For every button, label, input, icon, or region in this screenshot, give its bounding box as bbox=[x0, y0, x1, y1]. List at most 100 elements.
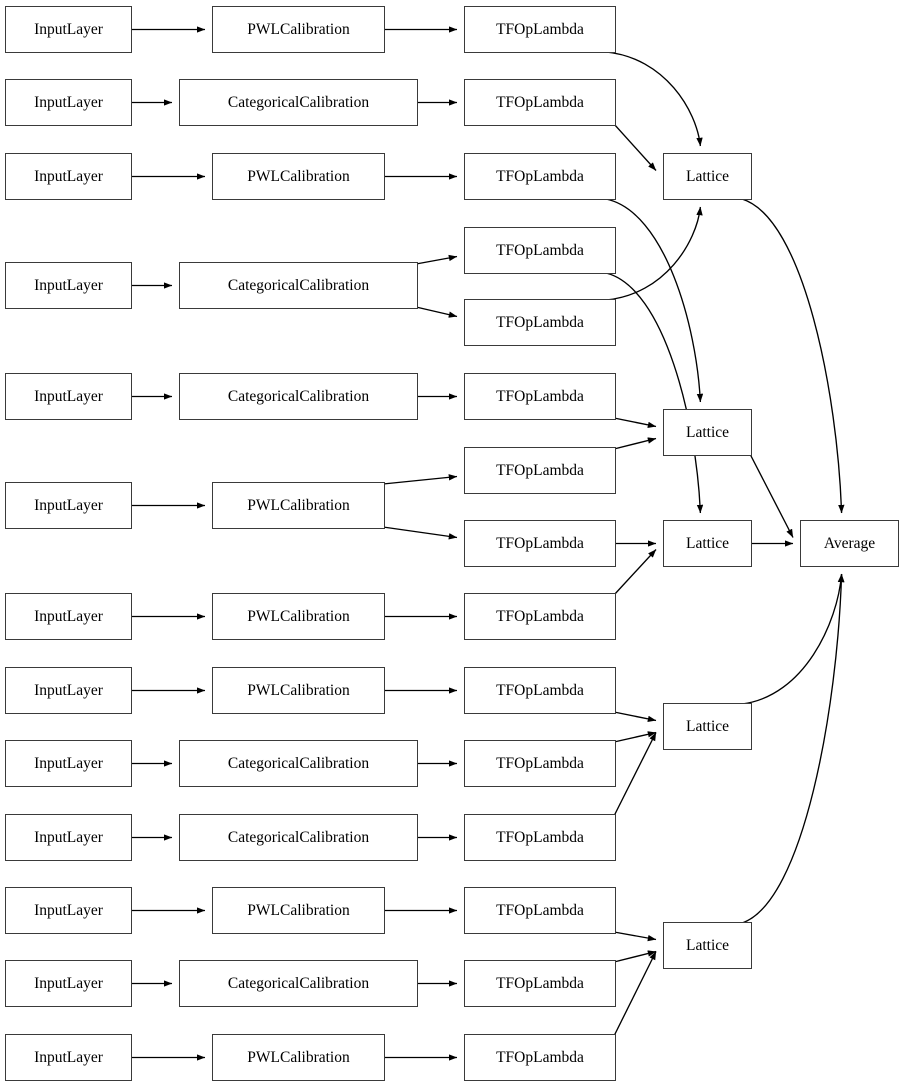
edge-op11-to-lat4 bbox=[613, 731, 657, 743]
edge-op13-to-lat5 bbox=[613, 931, 657, 942]
node-lattice-lat1: Lattice bbox=[663, 153, 752, 200]
edge-op3-to-lat2 bbox=[605, 198, 704, 403]
node-tfoplambda-op13: TFOpLambda bbox=[464, 887, 616, 934]
node-label: InputLayer bbox=[34, 754, 103, 772]
edge-lat5-to-avg bbox=[741, 573, 845, 924]
node-label: CategoricalCalibration bbox=[227, 93, 370, 111]
node-tfoplambda-op1: TFOpLambda bbox=[464, 6, 616, 53]
node-calibration-cal4: CategoricalCalibration bbox=[179, 262, 418, 309]
node-label: TFOpLambda bbox=[496, 167, 584, 185]
node-label: InputLayer bbox=[34, 901, 103, 919]
edge-lat4-to-avg bbox=[741, 573, 845, 705]
node-tfoplambda-op5: TFOpLambda bbox=[464, 299, 616, 346]
node-calibration-cal7: PWLCalibration bbox=[212, 593, 385, 640]
node-label: InputLayer bbox=[34, 1048, 103, 1066]
node-calibration-cal1: PWLCalibration bbox=[212, 6, 385, 53]
node-calibration-cal13: PWLCalibration bbox=[212, 1034, 385, 1081]
node-input-layer-in6: InputLayer bbox=[5, 482, 132, 529]
node-label: CategoricalCalibration bbox=[227, 276, 370, 294]
edge-op9-to-lat3 bbox=[613, 549, 657, 596]
edge-op14-to-lat5 bbox=[613, 950, 657, 963]
node-label: CategoricalCalibration bbox=[227, 387, 370, 405]
node-tfoplambda-op7: TFOpLambda bbox=[464, 447, 616, 494]
edge-cal4-to-op5 bbox=[415, 306, 458, 318]
node-input-layer-in9: InputLayer bbox=[5, 740, 132, 787]
node-input-layer-in4: InputLayer bbox=[5, 262, 132, 309]
node-calibration-cal3: PWLCalibration bbox=[212, 153, 385, 200]
node-calibration-cal12: CategoricalCalibration bbox=[179, 960, 418, 1007]
node-label: PWLCalibration bbox=[247, 1048, 350, 1066]
edge-op4-to-lat3 bbox=[605, 272, 704, 514]
node-lattice-lat5: Lattice bbox=[663, 922, 752, 969]
node-label: InputLayer bbox=[34, 387, 103, 405]
node-label: CategoricalCalibration bbox=[227, 974, 370, 992]
node-input-layer-in11: InputLayer bbox=[5, 887, 132, 934]
node-label: InputLayer bbox=[34, 276, 103, 294]
node-label: TFOpLambda bbox=[496, 461, 584, 479]
node-label: TFOpLambda bbox=[496, 387, 584, 405]
node-label: TFOpLambda bbox=[496, 901, 584, 919]
node-calibration-cal11: PWLCalibration bbox=[212, 887, 385, 934]
node-label: InputLayer bbox=[34, 828, 103, 846]
node-tfoplambda-op2: TFOpLambda bbox=[464, 79, 616, 126]
node-input-layer-in7: InputLayer bbox=[5, 593, 132, 640]
node-input-layer-in5: InputLayer bbox=[5, 373, 132, 420]
node-average-avg: Average bbox=[800, 520, 899, 567]
edge-op12-to-lat4 bbox=[613, 732, 657, 817]
node-tfoplambda-op6: TFOpLambda bbox=[464, 373, 616, 420]
node-tfoplambda-op4: TFOpLambda bbox=[464, 227, 616, 274]
node-input-layer-in2: InputLayer bbox=[5, 79, 132, 126]
edge-op2-to-lat1 bbox=[613, 123, 657, 171]
edge-cal6-to-op7 bbox=[382, 474, 458, 485]
node-calibration-cal9: CategoricalCalibration bbox=[179, 740, 418, 787]
node-input-layer-in13: InputLayer bbox=[5, 1034, 132, 1081]
edge-lat2-to-avg bbox=[749, 453, 794, 538]
node-label: TFOpLambda bbox=[496, 534, 584, 552]
node-label: PWLCalibration bbox=[247, 167, 350, 185]
edge-op6-to-lat2 bbox=[613, 417, 657, 429]
node-label: PWLCalibration bbox=[247, 901, 350, 919]
node-label: Lattice bbox=[685, 534, 730, 552]
node-label: TFOpLambda bbox=[496, 828, 584, 846]
node-tfoplambda-op8: TFOpLambda bbox=[464, 520, 616, 567]
node-label: PWLCalibration bbox=[247, 607, 350, 625]
node-label: InputLayer bbox=[34, 681, 103, 699]
node-input-layer-in1: InputLayer bbox=[5, 6, 132, 53]
node-calibration-cal6: PWLCalibration bbox=[212, 482, 385, 529]
node-label: TFOpLambda bbox=[496, 1048, 584, 1066]
node-label: Lattice bbox=[685, 167, 730, 185]
node-label: CategoricalCalibration bbox=[227, 828, 370, 846]
node-label: InputLayer bbox=[34, 607, 103, 625]
node-label: Lattice bbox=[685, 717, 730, 735]
edge-op15-to-lat5 bbox=[613, 951, 657, 1037]
edge-op10-to-lat4 bbox=[613, 711, 657, 723]
node-label: Average bbox=[823, 534, 876, 552]
node-label: TFOpLambda bbox=[496, 20, 584, 38]
edge-op5-to-lat1 bbox=[605, 206, 703, 301]
node-lattice-lat2: Lattice bbox=[663, 409, 752, 456]
edge-op7-to-lat2 bbox=[613, 437, 657, 450]
node-label: InputLayer bbox=[34, 974, 103, 992]
node-label: InputLayer bbox=[34, 167, 103, 185]
node-label: PWLCalibration bbox=[247, 681, 350, 699]
node-label: Lattice bbox=[685, 936, 730, 954]
node-label: PWLCalibration bbox=[247, 496, 350, 514]
node-input-layer-in10: InputLayer bbox=[5, 814, 132, 861]
node-label: InputLayer bbox=[34, 20, 103, 38]
node-label: TFOpLambda bbox=[496, 93, 584, 111]
node-tfoplambda-op12: TFOpLambda bbox=[464, 814, 616, 861]
node-calibration-cal2: CategoricalCalibration bbox=[179, 79, 418, 126]
node-label: TFOpLambda bbox=[496, 313, 584, 331]
node-calibration-cal8: PWLCalibration bbox=[212, 667, 385, 714]
node-tfoplambda-op11: TFOpLambda bbox=[464, 740, 616, 787]
node-label: Lattice bbox=[685, 423, 730, 441]
node-calibration-cal10: CategoricalCalibration bbox=[179, 814, 418, 861]
node-calibration-cal5: CategoricalCalibration bbox=[179, 373, 418, 420]
node-input-layer-in8: InputLayer bbox=[5, 667, 132, 714]
node-lattice-lat4: Lattice bbox=[663, 703, 752, 750]
node-label: TFOpLambda bbox=[496, 974, 584, 992]
edge-cal4-to-op4 bbox=[415, 254, 458, 265]
node-label: TFOpLambda bbox=[496, 681, 584, 699]
